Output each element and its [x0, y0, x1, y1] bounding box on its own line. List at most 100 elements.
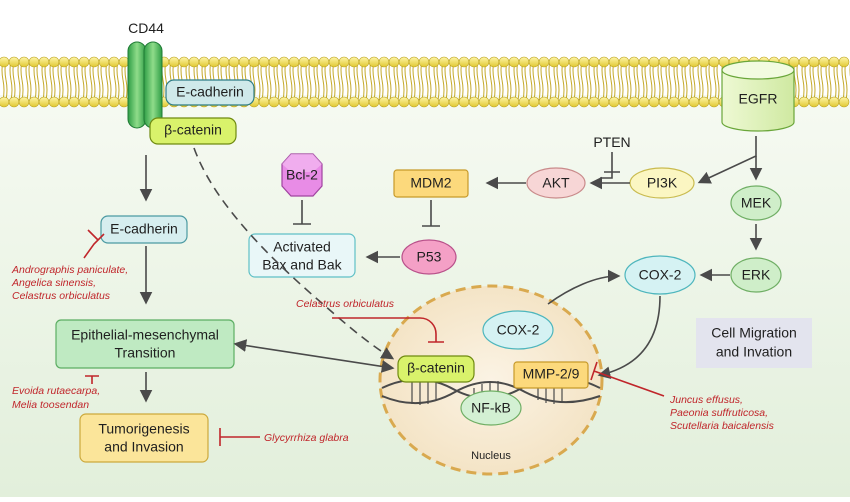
lipid-head	[308, 96, 320, 108]
lipid-head	[608, 56, 620, 68]
p53-label: P53	[417, 249, 442, 265]
lipid-head	[108, 96, 120, 108]
lipid-head	[558, 96, 570, 108]
inhibit-herbs-emt	[85, 375, 99, 384]
lipid-head	[58, 96, 70, 108]
lipid-head	[618, 56, 630, 68]
lipid-head	[438, 56, 450, 68]
lipid-head	[78, 96, 90, 108]
cox2-nuclear-node: COX-2	[482, 310, 554, 350]
lipid-head	[678, 56, 690, 68]
lipid-head	[648, 56, 660, 68]
lipid-head	[798, 56, 810, 68]
lipid-head	[488, 96, 500, 108]
mmp-node: MMP-2/9	[513, 361, 589, 389]
bcatenin-membrane-node: β-catenin	[149, 117, 237, 145]
p53-node: P53	[401, 239, 457, 275]
lipid-head	[218, 56, 230, 68]
lipid-head	[98, 96, 110, 108]
pi3k-node: PI3K	[629, 167, 695, 199]
herb-emt-1: Evoida rutaecarpa,	[12, 385, 100, 397]
lipid-head	[328, 96, 340, 108]
lipid-head	[828, 56, 840, 68]
cox2-cyto-node: COX-2	[624, 255, 696, 295]
ecadherin-membrane-label: E-cadherin	[176, 84, 244, 100]
mmp-label: MMP-2/9	[523, 366, 580, 382]
lipid-head	[328, 56, 340, 68]
lipid-head	[168, 56, 180, 68]
lipid-head	[38, 96, 50, 108]
lipid-head	[588, 96, 600, 108]
arrow-nucleus-to-cox2	[547, 269, 621, 305]
lipid-head	[448, 96, 460, 108]
lipid-head	[688, 96, 700, 108]
lipid-head	[348, 56, 360, 68]
lipid-head	[608, 96, 620, 108]
lipid-head	[578, 96, 590, 108]
lipid-head	[48, 56, 60, 68]
lipid-head	[828, 96, 840, 108]
arrow-bcatenin-translocation	[193, 147, 395, 360]
lipid-head	[108, 56, 120, 68]
lipid-head	[838, 56, 850, 68]
lipid-head	[478, 96, 490, 108]
lipid-head	[28, 96, 40, 108]
lipid-head	[618, 96, 630, 108]
lipid-head	[488, 56, 500, 68]
lipid-head	[298, 56, 310, 68]
erk-node: ERK	[730, 257, 782, 293]
cd44-receptor	[127, 41, 163, 129]
lipid-head	[388, 96, 400, 108]
lipid-head	[468, 96, 480, 108]
lipid-head	[668, 56, 680, 68]
lipid-head	[688, 56, 700, 68]
lipid-head	[248, 56, 260, 68]
emt-node: Epithelial-mesenchymal Transition	[55, 319, 235, 369]
lipid-head	[208, 56, 220, 68]
lipid-head	[498, 96, 510, 108]
lipid-head	[458, 96, 470, 108]
lipid-head	[818, 56, 830, 68]
lipid-head	[268, 96, 280, 108]
lipid-head	[358, 56, 370, 68]
egfr-label: EGFR	[739, 91, 778, 107]
lipid-head	[578, 56, 590, 68]
lipid-head	[698, 96, 710, 108]
lipid-head	[698, 56, 710, 68]
cd44-label: CD44	[128, 20, 164, 36]
lipid-head	[518, 96, 530, 108]
lipid-head	[238, 56, 250, 68]
lipid-head	[708, 96, 720, 108]
bcatenin-nuclear-node: β-catenin	[397, 355, 475, 383]
akt-node: AKT	[526, 167, 586, 199]
lipid-head	[278, 96, 290, 108]
nfkb-node: NF-kB	[460, 390, 522, 426]
inhibit-bcl2-bax	[293, 200, 311, 225]
lipid-head	[28, 56, 40, 68]
ecadherin-membrane-node: E-cadherin	[165, 79, 255, 106]
lipid-head	[88, 96, 100, 108]
lipid-head	[628, 96, 640, 108]
lipid-head	[18, 96, 30, 108]
mek-node: MEK	[730, 185, 782, 221]
lipid-head	[98, 56, 110, 68]
mek-label: MEK	[741, 195, 772, 211]
herb-labels-emt: Evoida rutaecarpa, Melia toosendan	[12, 385, 100, 411]
lipid-head	[838, 96, 850, 108]
lipid-head	[798, 96, 810, 108]
lipid-head	[468, 56, 480, 68]
lipid-head	[368, 96, 380, 108]
lipid-head	[68, 96, 80, 108]
lipid-head	[498, 56, 510, 68]
inhibit-herb-bcatenin	[332, 317, 444, 343]
lipid-head	[438, 96, 450, 108]
lipid-head	[308, 56, 320, 68]
bcl2-label: Bcl-2	[286, 167, 318, 183]
herb-labels-ecadherin: Andrographis paniculate, Angelica sinens…	[11, 264, 128, 302]
pathway-arrows	[139, 136, 763, 403]
lipid-head	[58, 56, 70, 68]
lipid-head	[658, 96, 670, 108]
cell-migration-node: Cell Migration and Invation	[696, 318, 812, 368]
bax-bak-line1: Activated	[273, 239, 331, 255]
